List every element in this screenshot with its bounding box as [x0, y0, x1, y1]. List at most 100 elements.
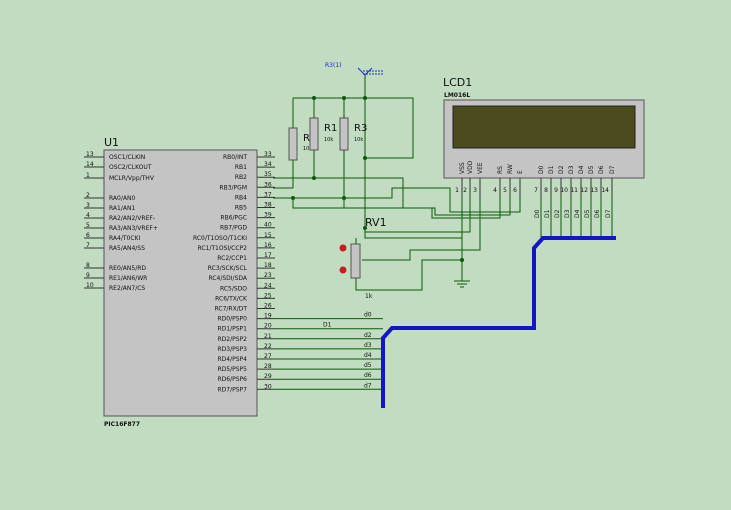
u1-right-pin-number: 36	[264, 181, 272, 188]
u1-part-label: PIC16F877	[104, 421, 140, 428]
lcd-pins: VSS1VDD2VEE3RS4RW5E6D07D18D29D310D411D51…	[455, 160, 616, 196]
u1-right-pin-number: 18	[264, 262, 272, 269]
port-d-net-label: d3	[364, 342, 372, 349]
power-terminal[interactable]: R3(1)	[325, 62, 383, 76]
u1-left-pin-name: OSC2/CLKOUT	[109, 164, 152, 171]
u1-left-pin-number: 14	[86, 161, 94, 168]
u1-reference-label: U1	[104, 136, 119, 149]
u1-right-pin-name: RB7/PGD	[220, 225, 247, 232]
u1-right-pin-name: RC2/CCP1	[217, 255, 247, 262]
lcd-pin-name: D1	[548, 165, 555, 174]
u1-left-pin-name: RE2/AN7/CS	[109, 285, 145, 292]
u1-right-pin-number: 38	[264, 202, 272, 209]
u1-left-pin-number: 8	[86, 262, 90, 269]
r1-body	[309, 117, 319, 151]
u1-right-pin-number: 28	[264, 363, 272, 370]
u1-right-pin-name: RB6/PGC	[220, 215, 247, 222]
potentiometer-rv1[interactable]: RV1 1k	[339, 216, 387, 300]
r1-value: 10k	[324, 137, 333, 143]
lcd-pin-name: D3	[568, 165, 575, 174]
u1-right-pin-name: RC3/SCK/SCL	[208, 265, 248, 272]
lcd-pin-number: 9	[554, 187, 558, 194]
lcd-pin-name: E	[517, 170, 524, 174]
u1-right-pin-name: RC5/SDO	[220, 285, 247, 292]
u1-right-pin-number: 15	[264, 232, 272, 239]
r1-label: R1	[324, 123, 337, 134]
u1-right-pin-number: 34	[264, 161, 272, 168]
u1-right-pin-number: 26	[264, 303, 272, 310]
u1-right-pin-name: RC4/SDI/SDA	[208, 275, 247, 282]
u1-right-pin-number: 27	[264, 353, 272, 360]
lcd-bus-label: D3	[564, 209, 571, 218]
r2-body	[288, 127, 298, 161]
rv1-value: 1k	[365, 293, 373, 300]
u1-left-pin-name: RE0/AN5/RD	[109, 265, 146, 272]
lcd-reference-label: LCD1	[443, 76, 472, 89]
lcd-pin-name: D5	[588, 165, 595, 174]
lcd-pin-name: VSS	[459, 162, 466, 174]
port-d-net-label: d4	[364, 352, 372, 359]
lcd-bus-label: D0	[534, 209, 541, 218]
port-d-net-label: d2	[364, 332, 372, 339]
port-d-net-label: d6	[364, 372, 372, 379]
u1-chip-body	[103, 149, 258, 417]
u1-right-pin-name: RC7/RX/DT	[215, 306, 248, 313]
ground-icon	[454, 280, 470, 288]
u1-right-pin-name: RD4/PSP4	[218, 356, 248, 363]
lcd1-display[interactable]: LCD1 LM016L VSS1VDD2VEE3RS4RW5E6D07D18D2…	[443, 76, 645, 238]
u1-left-pin-name: RA5/AN4/SS	[109, 245, 145, 252]
u1-right-pin-name: RB3/PGM	[219, 184, 247, 191]
lcd-pin-number: 14	[601, 187, 609, 194]
lcd-pin-number: 7	[534, 187, 538, 194]
rv1-decrease-dot[interactable]	[339, 266, 347, 274]
data-bus	[381, 236, 616, 408]
u1-right-pin-name: RD3/PSP3	[218, 346, 248, 353]
r3-label: R3	[354, 123, 367, 134]
port-d-net-label: d7	[364, 382, 372, 389]
u1-right-pin-name: RC1/T1OSI/CCP2	[197, 245, 247, 252]
pullup-network	[292, 75, 414, 228]
u1-right-pin-number: 20	[264, 323, 272, 330]
u1-left-pin-number: 5	[86, 222, 90, 229]
lcd-bus-label: D1	[544, 209, 551, 218]
lcd-bus-label: D4	[574, 209, 581, 218]
power-terminal-label: R3(1)	[325, 62, 342, 69]
u1-right-pin-name: RD2/PSP2	[218, 336, 248, 343]
u1-left-pin-number: 1	[86, 172, 90, 179]
u1-left-pin-number: 6	[86, 232, 90, 239]
lcd-pin-name: VEE	[477, 162, 484, 174]
u1-left-pin-name: RA0/AN0	[109, 195, 135, 202]
lcd-part-label: LM016L	[444, 92, 470, 99]
lcd-bus-label: D2	[554, 209, 561, 218]
u1-right-pin-name: RD1/PSP1	[218, 326, 248, 333]
lcd-pin-number: 1	[455, 187, 459, 194]
lcd-pin-number: 11	[570, 187, 578, 194]
lcd-bus-label: D5	[584, 209, 591, 218]
u1-right-pin-number: 17	[264, 252, 272, 259]
data-bus-line	[381, 236, 616, 408]
port-d-net-label: d5	[364, 362, 372, 369]
lcd-pin-name: D6	[598, 165, 605, 174]
rv1-increase-dot[interactable]	[339, 244, 347, 252]
lcd-pin-number: 3	[473, 187, 477, 194]
lcd-screen	[452, 105, 636, 149]
lcd-pin-name: RS	[497, 166, 504, 174]
u1-right-pin-name: RD5/PSP5	[218, 366, 248, 373]
u1-left-pin-name: RA1/AN1	[109, 205, 135, 212]
resistor-r1[interactable]: R1 10k	[309, 117, 337, 151]
control-wires	[273, 177, 521, 291]
resistor-r3[interactable]: R3 10k	[339, 117, 367, 151]
lcd-bus-label: D7	[605, 209, 612, 218]
u1-right-pin-name: RC0/T1OSO/T1CKI	[193, 235, 247, 242]
u1-left-pin-number: 4	[86, 212, 90, 219]
port-d-net-label: D1	[323, 322, 332, 329]
rv1-label: RV1	[365, 216, 387, 229]
lcd-pin-name: VDD	[467, 160, 474, 174]
u1-right-pin-number: 33	[264, 151, 272, 158]
power-arrow-icon	[357, 67, 373, 76]
u1-right-pin-number: 29	[264, 373, 272, 380]
